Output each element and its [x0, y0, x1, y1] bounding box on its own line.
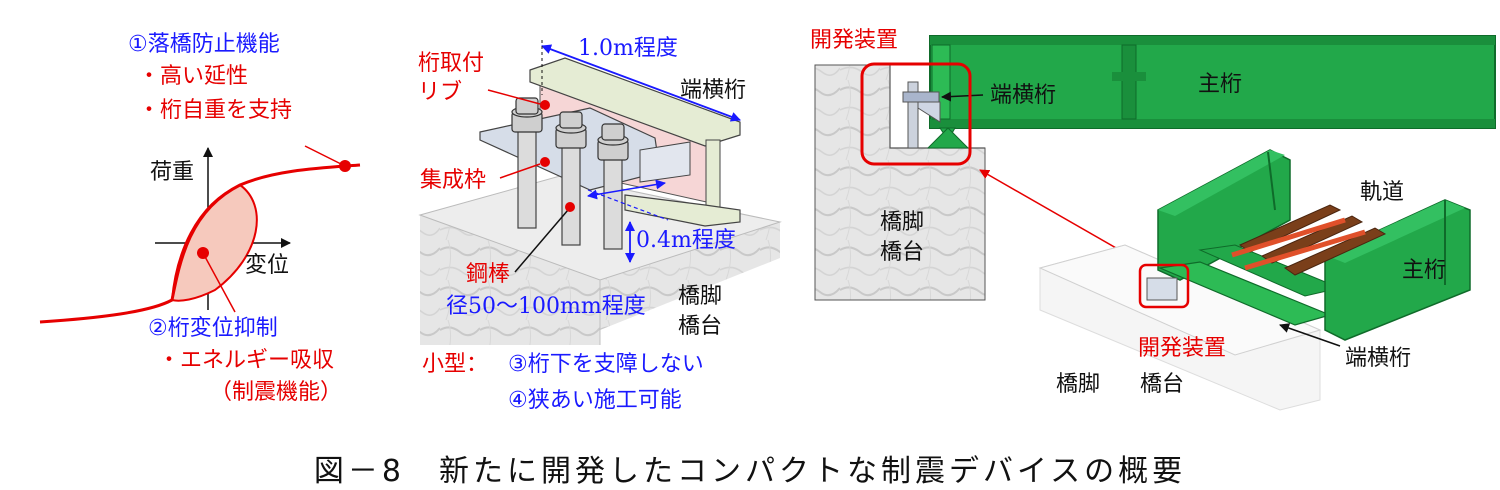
cross-girder-label-p2: 端横桁: [680, 78, 747, 103]
dev-device-label-bottom: 開発装置: [1138, 336, 1227, 361]
rib-label: 桁取付 リブ: [418, 51, 485, 105]
figure-caption: 図－8 新たに開発したコンパクトな制震デバイスの概要: [313, 454, 1187, 489]
track-label: 軌道: [1360, 180, 1405, 205]
axis-load-label: 荷重: [150, 160, 195, 185]
damping-label: （制震機能）: [210, 380, 343, 405]
device-highlight-box: [860, 62, 972, 166]
feature4-label: ④狭あい施工可能: [508, 388, 682, 413]
dim-length-arrow: [541, 44, 741, 122]
abutment-label-bottom: 橋台: [1140, 372, 1185, 397]
iso-device-highlight: [1138, 263, 1190, 309]
dim-length-label: 1.0m程度: [578, 36, 678, 61]
device-illustration: [418, 40, 782, 345]
frame-label: 集成枠: [420, 168, 487, 193]
isometric-view: [1038, 149, 1471, 411]
dim-height-label: 0.4m程度: [636, 228, 736, 253]
bearing-shoe: [926, 127, 970, 149]
skeleton-curve: [39, 163, 361, 324]
rod-label: 鋼棒: [466, 262, 511, 287]
pier-label-bottom: 橋脚: [1056, 372, 1101, 397]
support-label: ・桁自重を支持: [138, 98, 293, 123]
ductility-label: ・高い延性: [138, 64, 249, 89]
axis-displacement-label: 変位: [245, 253, 290, 278]
energy-label: ・エネルギー吸収: [158, 348, 335, 373]
bottom-flange: [624, 194, 741, 227]
main-girder-label-right: 主桁: [1402, 258, 1447, 283]
side-view: [814, 35, 1496, 301]
feature3-label: ③桁下を支障しない: [508, 352, 704, 377]
rod-diameter-label: 径50～100mm程度: [446, 294, 646, 319]
steel-rods: [517, 127, 623, 250]
cross-girder-label-top: 端横桁: [990, 83, 1057, 108]
hysteresis-graph: [39, 145, 361, 324]
dev-device-label-top: 開発装置: [810, 28, 899, 53]
function2-label: ②桁変位抑制: [148, 316, 278, 341]
compact-label: 小型：: [422, 352, 489, 377]
iso-track: [1231, 204, 1387, 276]
pier-abutment-label-top: 橋脚 橋台: [880, 210, 925, 265]
function1-label: ①落橋防止機能: [128, 32, 280, 57]
main-girder-label-top: 主桁: [1198, 72, 1243, 97]
pier-label-p2: 橋脚 橋台: [678, 284, 723, 339]
rod-nuts: [511, 97, 629, 161]
cross-girder-label-bottom: 端横桁: [1345, 346, 1412, 371]
